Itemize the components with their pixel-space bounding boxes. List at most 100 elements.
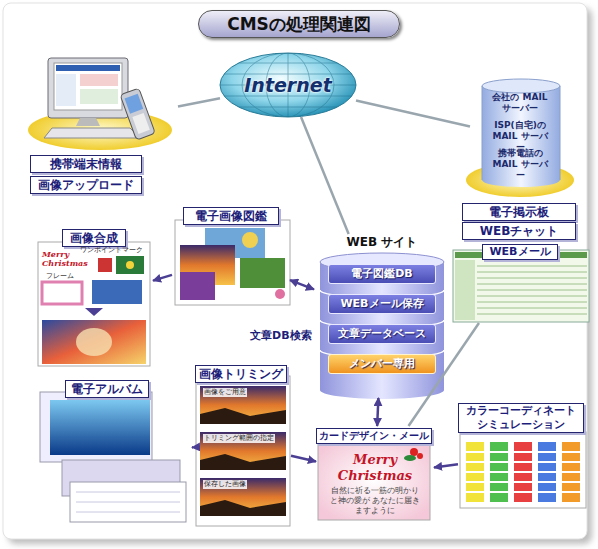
color-grid-panel (464, 452, 582, 492)
trimming-panel (200, 454, 286, 470)
computer-illustration (132, 113, 149, 134)
node-label: カラーコーディネート シミュレーション (458, 403, 584, 433)
connector (290, 280, 314, 289)
album-panel (70, 482, 186, 522)
node-label: 画像合成 (62, 229, 126, 247)
node-label: 自然に祈る一筋の明かりと神の愛が あなたに届きますように (328, 486, 422, 516)
connector (178, 98, 220, 106)
node-label: メンバー専用 (329, 356, 435, 372)
image-catalog-panel (180, 272, 215, 300)
album-panel (76, 512, 180, 513)
image-catalog-panel (175, 220, 290, 305)
card-panel (417, 453, 423, 459)
webmail-panel (477, 266, 587, 314)
node-box: 電子掲示板WEBチャットWEBメール (450, 203, 590, 323)
image-compose-panel (38, 242, 150, 366)
web-site-cylinder (320, 381, 444, 399)
page-frame (3, 3, 592, 544)
node-box: 電子画像図鑑 (172, 207, 290, 307)
node-box: 画像トリミング (193, 362, 291, 527)
connector (377, 398, 378, 426)
trimming-panel (196, 376, 290, 526)
webmail-panel (453, 250, 589, 322)
mail-server-cylinder (482, 86, 560, 180)
node-box: メンバー専用 (328, 354, 436, 374)
webmail-panel (455, 260, 475, 320)
trimming-panel (200, 478, 286, 516)
node-label: WEBメール (482, 244, 558, 260)
image-catalog-panel (242, 232, 258, 248)
annotation-label: ワンポイントマーク (80, 246, 143, 255)
node-label: 会社の MAIL サーバー (489, 92, 551, 114)
card-panel (318, 440, 430, 520)
web-site-cylinder (320, 262, 444, 390)
globe-illustration (210, 63, 366, 64)
image-catalog-panel (175, 220, 290, 305)
computer-illustration (76, 118, 100, 126)
connector (434, 464, 458, 467)
computer-illustration (56, 74, 76, 106)
computer-illustration (56, 65, 120, 71)
annotation-label: Merry Christmas (42, 250, 80, 268)
image-compose-panel (116, 256, 144, 274)
node-label: 電子図鑑DB (329, 266, 435, 282)
computer-illustration (54, 63, 122, 110)
webmail-panel (453, 250, 589, 322)
node-box: 文章データベース (328, 324, 436, 344)
node-box: 会社の MAIL サーバーISP(自宅)の MAIL サーバー携帯電話の MAI… (470, 80, 570, 196)
computer-illustration (120, 88, 155, 140)
annotation-label: 文章DB検索 (248, 329, 314, 343)
node-box: カードデザイン・メール Merry Christmas自然に祈る一筋の明かりと神の… (316, 426, 434, 524)
computer-illustration (44, 128, 140, 138)
computer-illustration (28, 58, 172, 150)
node-label: カードデザイン・メール (316, 428, 432, 444)
web-site-cylinder (320, 253, 444, 399)
trimming-panel (196, 376, 290, 526)
node-label: 携帯電話の MAIL サーバー (489, 148, 551, 181)
annotation-label: 画像をご用意 (203, 388, 247, 397)
node-label: Merry Christmas (322, 452, 428, 484)
globe-illustration (210, 50, 366, 120)
mail-server-cylinder (482, 79, 560, 93)
image-compose-panel (76, 328, 112, 356)
image-compose-panel (42, 282, 82, 304)
node-label: 電子画像図鑑 (183, 207, 279, 225)
mail-server-cylinder (482, 86, 483, 180)
node-box: 携帯端末情報画像アップロード (28, 48, 178, 194)
node-label: WEBチャット (462, 222, 576, 240)
node-box: カラーコーディネート シミュレーション (458, 403, 588, 509)
image-compose-panel (85, 308, 103, 316)
node-box: Internet (220, 53, 356, 117)
node-label: 電子アルバム (65, 380, 149, 398)
image-compose-panel (38, 242, 150, 366)
annotation-label: フレーム (46, 272, 74, 281)
node-label: 文章データベース (329, 326, 435, 342)
image-catalog-panel (275, 289, 285, 299)
album-panel (40, 392, 186, 522)
diagram-title: CMSの処理関連図 (198, 10, 400, 38)
card-panel (404, 455, 416, 461)
mail-server-cylinder (560, 86, 561, 180)
connector (301, 117, 349, 234)
connector (153, 275, 172, 281)
node-label: 画像アップロード (30, 176, 142, 194)
album-panel (50, 400, 150, 455)
annotation-label: 保存した画像 (203, 480, 247, 489)
image-compose-panel (42, 320, 146, 364)
trimming-panel (200, 408, 286, 424)
web-site-cylinder (320, 290, 444, 358)
computer-illustration (125, 94, 144, 114)
color-grid-panel (460, 432, 586, 508)
card-panel (318, 440, 430, 520)
computer-illustration (80, 74, 118, 86)
trimming-panel (200, 432, 286, 470)
connector (291, 456, 316, 462)
node-label: WEB サイト (332, 234, 432, 250)
image-compose-panel (126, 261, 134, 269)
node-box: 電子アルバム (35, 378, 192, 526)
album-panel (40, 392, 152, 462)
node-label: Internet (220, 74, 356, 96)
node-label: 携帯端末情報 (30, 155, 142, 173)
